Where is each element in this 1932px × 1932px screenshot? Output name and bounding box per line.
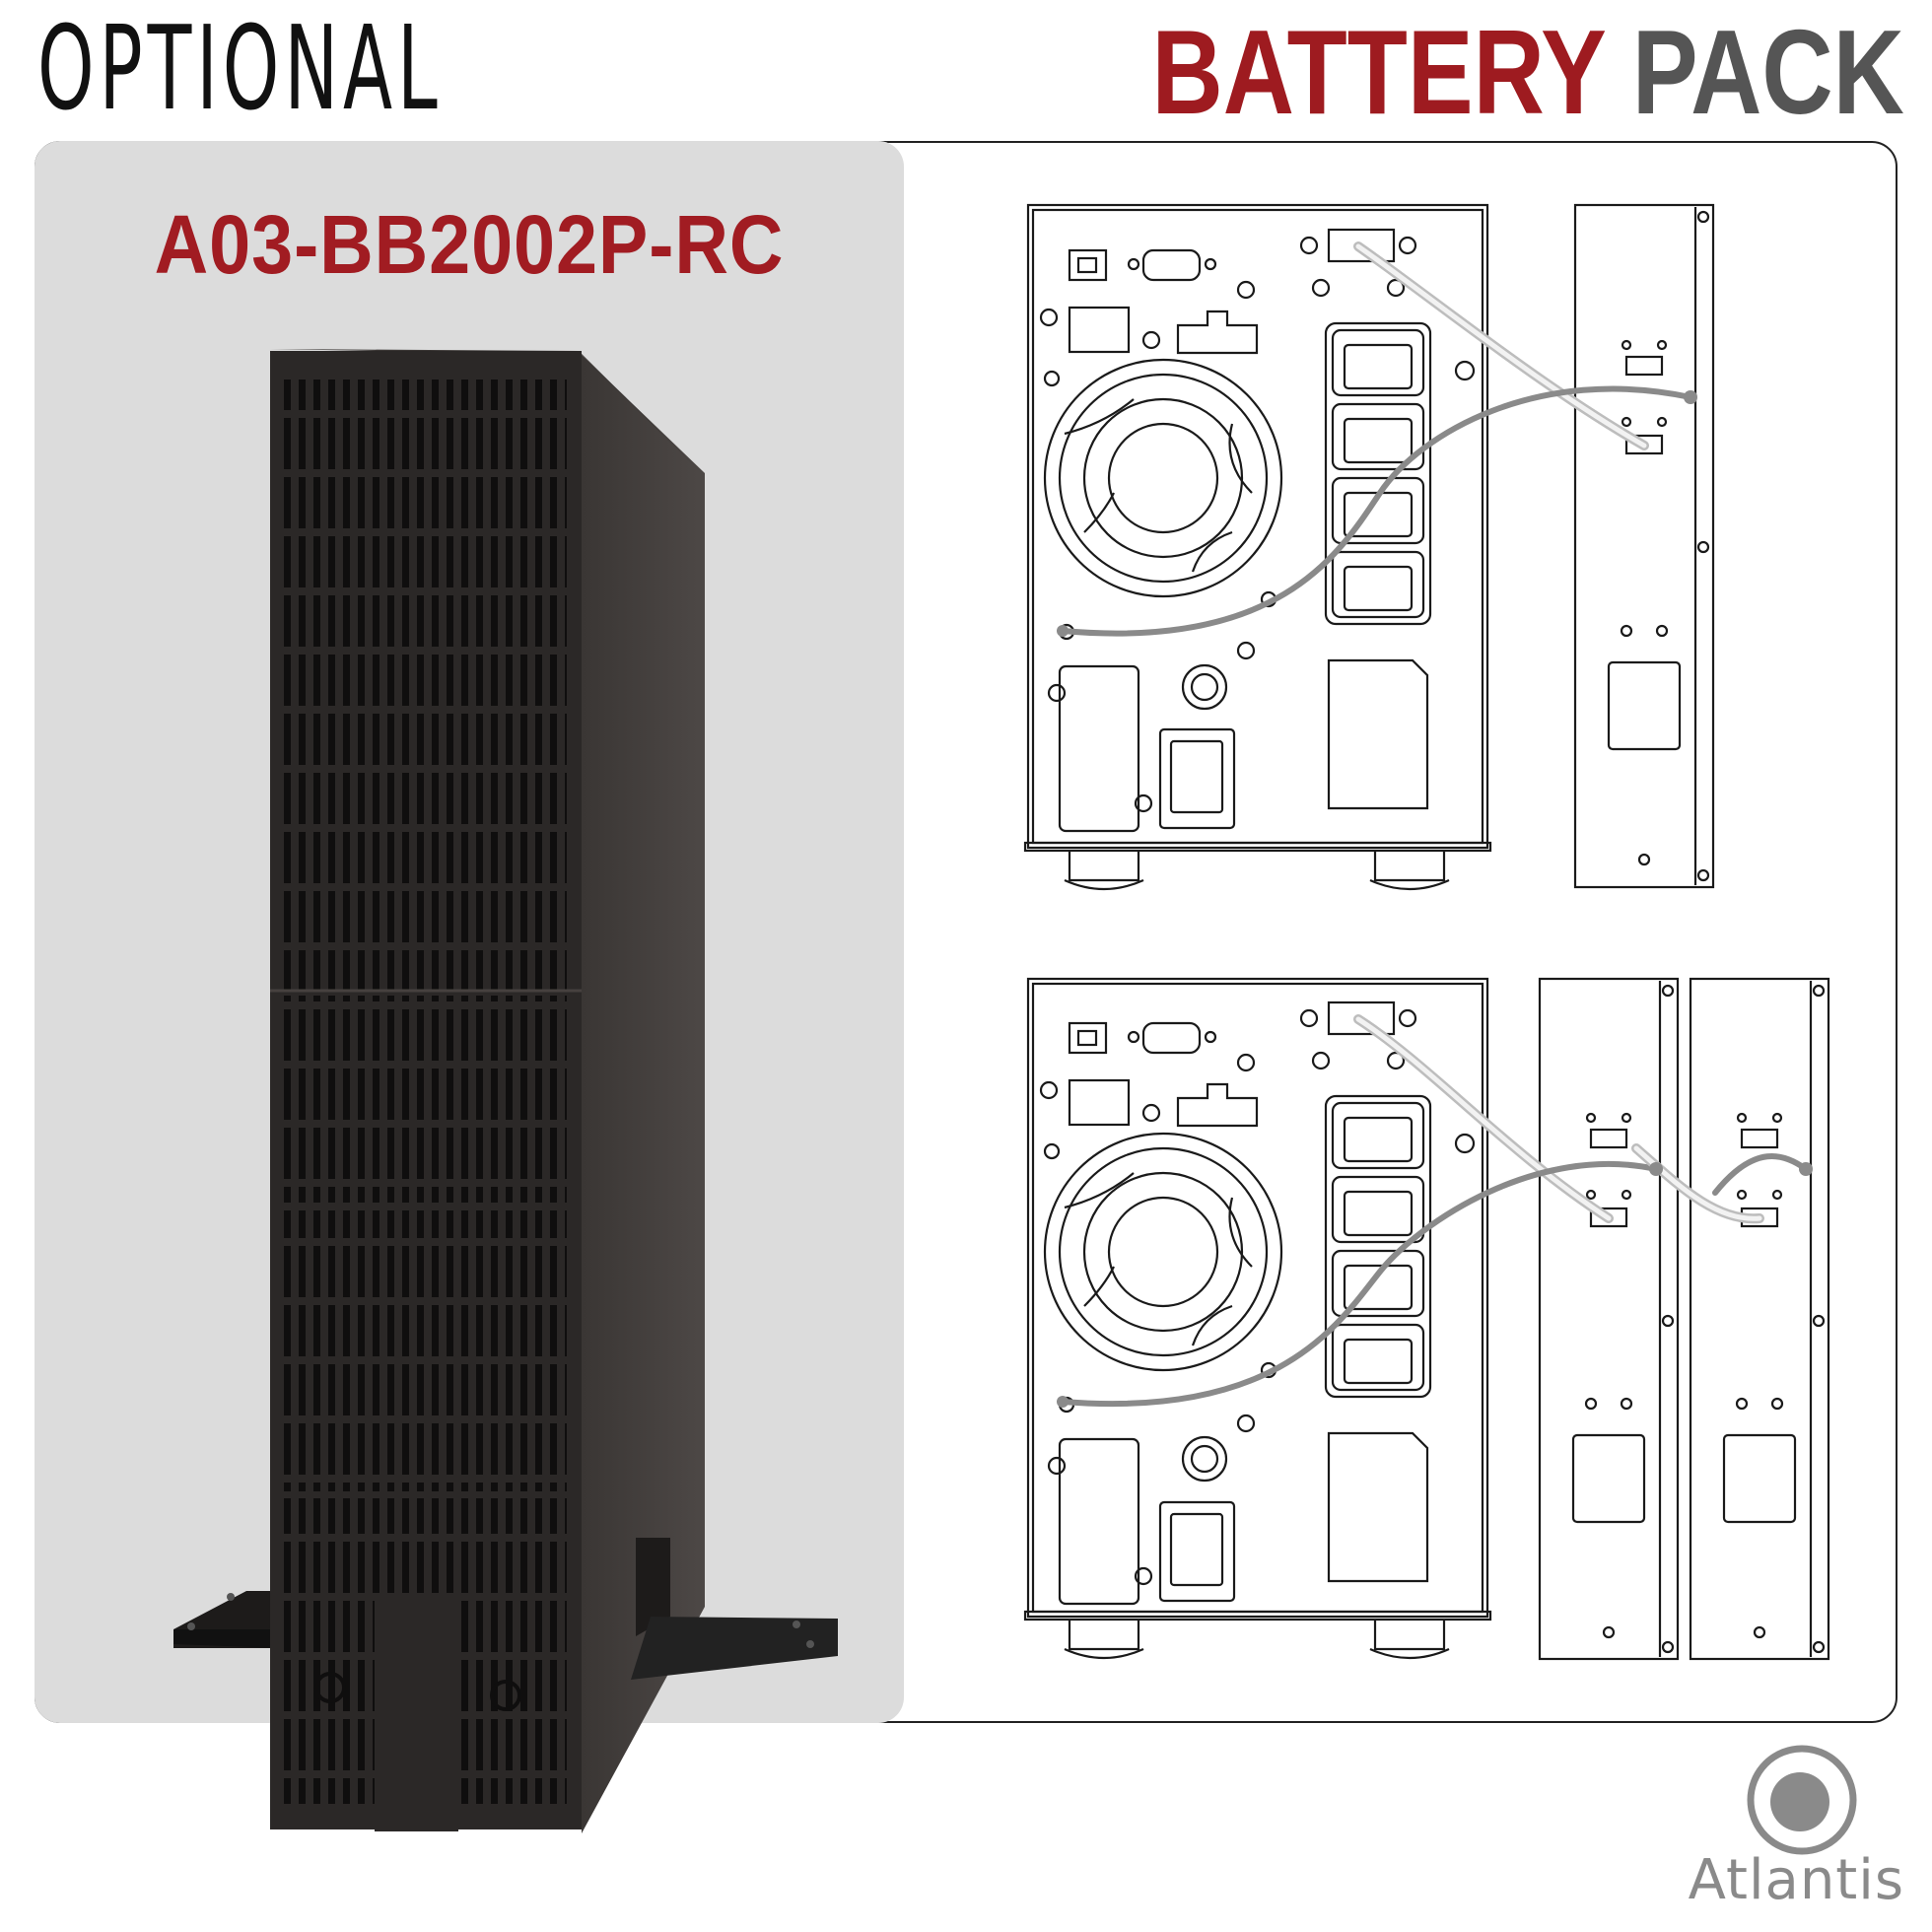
- optional-label: OPTIONAL: [37, 0, 443, 136]
- atlantis-logo-icon: [1747, 1745, 1857, 1855]
- page-title: BATTERY PACK: [1152, 12, 1904, 132]
- ups-rear-panel-top: [1023, 203, 1492, 891]
- battery-pack-rear-single: [1573, 203, 1715, 889]
- battery-pack-rear-double: [1538, 977, 1830, 1661]
- title-word-pack: PACK: [1631, 5, 1904, 139]
- title-word-battery: BATTERY: [1151, 5, 1606, 139]
- ups-rear-panel-bottom: [1023, 977, 1492, 1660]
- model-code: A03-BB2002P-RC: [154, 198, 785, 291]
- brand-name: Atlantis: [1688, 1848, 1904, 1912]
